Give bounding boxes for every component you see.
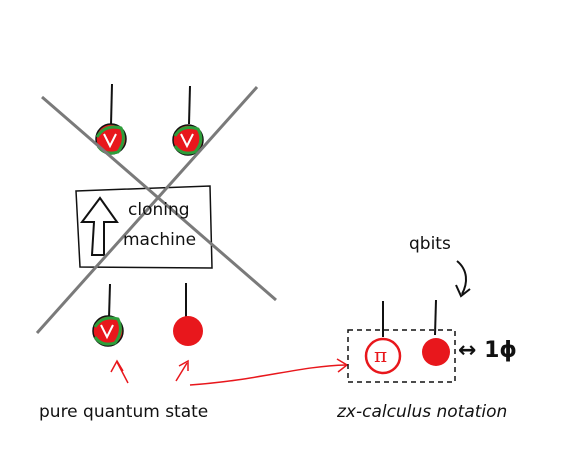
qbits-label: qbits — [409, 234, 451, 254]
zx-pi-spider — [364, 337, 402, 375]
zx-red-spider — [422, 338, 450, 366]
red-pointer-arrows — [110, 358, 349, 386]
cloned-state-right — [172, 124, 204, 156]
input-state-mixed — [92, 315, 124, 347]
box-label-line1: cloning — [128, 200, 190, 220]
qubit-wires — [108, 83, 191, 319]
pi-symbol: π — [374, 343, 388, 367]
pure-state-caption: pure quantum state — [39, 402, 209, 422]
box-label-line2: machine — [123, 230, 197, 250]
arrow-up-icon — [80, 196, 119, 256]
zx-notation-box — [347, 329, 456, 383]
qbits-arrow — [455, 260, 471, 298]
zx-wires — [382, 299, 437, 337]
input-state-red-spider — [173, 316, 203, 346]
cross-out-x — [35, 86, 277, 334]
zx-caption: zx-calculus notation — [337, 402, 508, 422]
phase-relation-label: ↔ 1ϕ — [458, 338, 517, 363]
